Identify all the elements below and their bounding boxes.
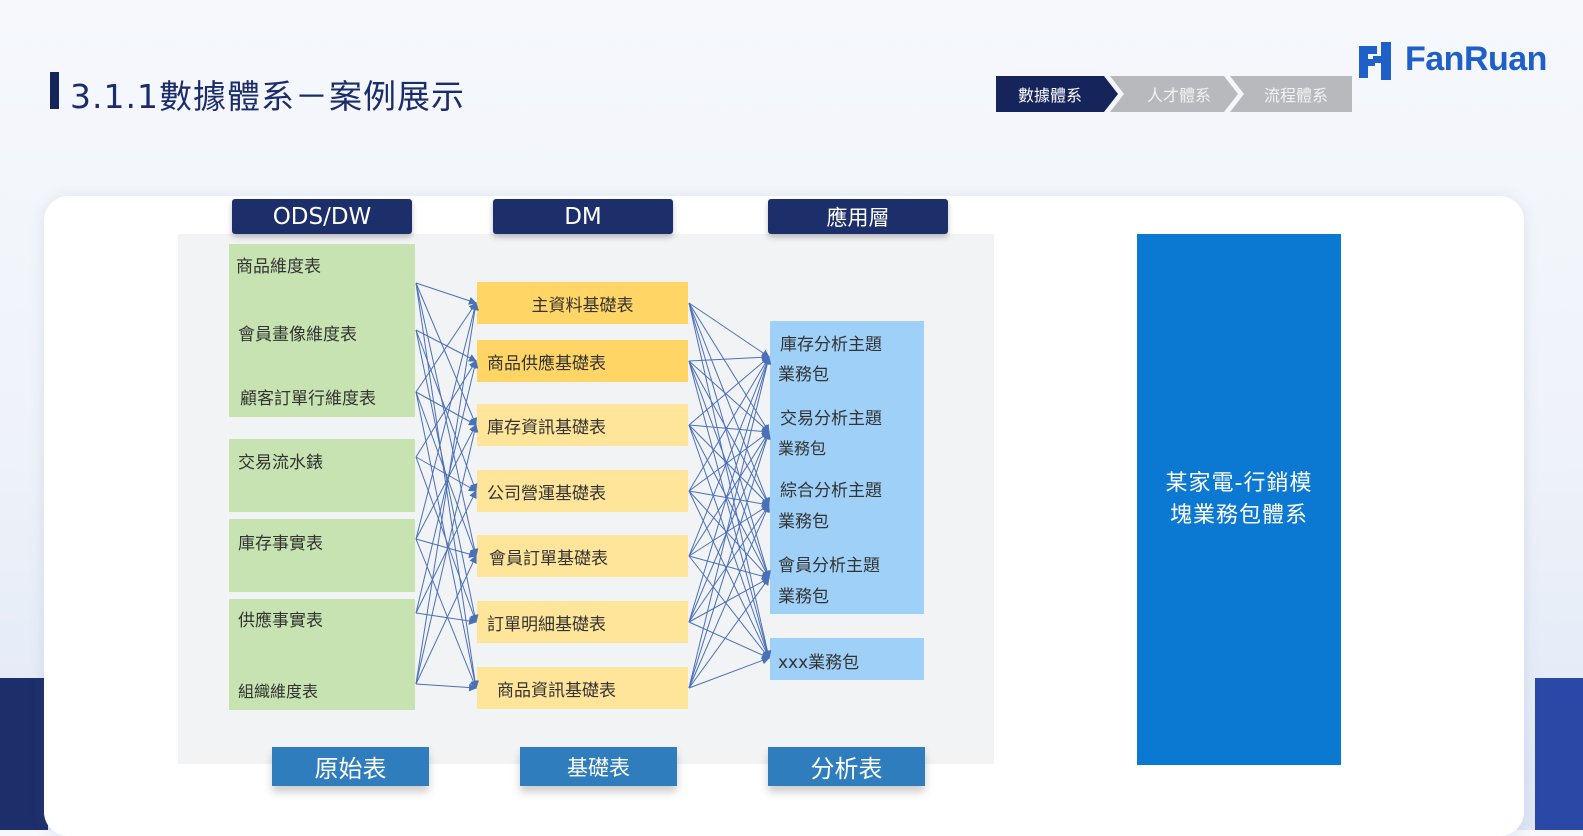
- dm-item: 會員訂單基礎表: [477, 535, 688, 577]
- dm-item: 庫存資訊基礎表: [477, 404, 688, 446]
- analysis-table-label: 分析表: [768, 747, 925, 786]
- ods-dw-header: ODS/DW: [232, 199, 412, 234]
- step-label: 數據體系: [1017, 86, 1082, 105]
- app-item-line1: 交易分析主題: [780, 409, 882, 429]
- app-item-line2: 業務包: [778, 439, 827, 458]
- app-item-line1: xxx業務包: [778, 653, 860, 673]
- corner-decoration-left: [0, 678, 48, 830]
- base-table-label: 基礎表: [520, 747, 677, 786]
- raw-table-label: 原始表: [272, 747, 429, 786]
- step-navigation: 數據體系 人才體系 流程體系: [996, 76, 1364, 112]
- dm-item: 主資料基礎表: [477, 282, 688, 324]
- corner-decoration-right: [1535, 678, 1583, 830]
- summary-text: 某家電-行銷模塊業務包體系: [1165, 470, 1313, 528]
- step-data-system[interactable]: 數據體系: [996, 76, 1118, 112]
- ods-item: 組織維度表: [238, 682, 319, 701]
- step-label: 人才體系: [1146, 86, 1211, 105]
- dm-header: DM: [493, 199, 673, 234]
- ods-block-transactions: [229, 439, 415, 512]
- ods-item: 供應事實表: [238, 611, 323, 631]
- dm-item: 商品資訊基礎表: [477, 667, 688, 709]
- app-item-line1: 綜合分析主題: [780, 481, 882, 501]
- app-item-line1: 會員分析主題: [778, 556, 880, 576]
- ods-item: 庫存事實表: [238, 534, 323, 554]
- ods-item: 顧客訂單行維度表: [240, 389, 376, 409]
- app-item-line2: 業務包: [778, 365, 829, 385]
- step-label: 流程體系: [1263, 86, 1328, 105]
- page-title: 3.1.1數據體系－案例展示: [70, 77, 465, 116]
- ods-item: 會員畫像維度表: [238, 325, 357, 345]
- ods-item: 商品維度表: [236, 257, 321, 277]
- ods-block-supply: [229, 599, 415, 710]
- fanruan-logo-text: FanRuan: [1405, 40, 1547, 78]
- fanruan-logo: FanRuan: [1357, 40, 1567, 82]
- app-item-line2: 業務包: [778, 587, 829, 607]
- dm-item: 公司營運基礎表: [477, 470, 688, 512]
- summary-block: 某家電-行銷模塊業務包體系: [1137, 234, 1341, 765]
- ods-item: 交易流水錶: [238, 453, 323, 473]
- app-item-line1: 庫存分析主題: [780, 335, 882, 355]
- app-item-line2: 業務包: [778, 512, 829, 532]
- ods-block-inventory: [229, 519, 415, 592]
- app-block-main: [770, 321, 924, 614]
- dm-item: 訂單明細基礎表: [477, 601, 688, 643]
- application-layer-header: 應用層: [768, 199, 948, 234]
- fanruan-logo-mark: [1359, 42, 1391, 80]
- dm-item: 商品供應基礎表: [477, 340, 688, 382]
- app-block-xxx: [770, 638, 924, 680]
- ods-block-dimensions: [229, 244, 415, 417]
- title-accent-bar: [50, 72, 59, 109]
- step-talent-system[interactable]: 人才體系: [1110, 76, 1238, 112]
- step-process-system[interactable]: 流程體系: [1230, 76, 1352, 112]
